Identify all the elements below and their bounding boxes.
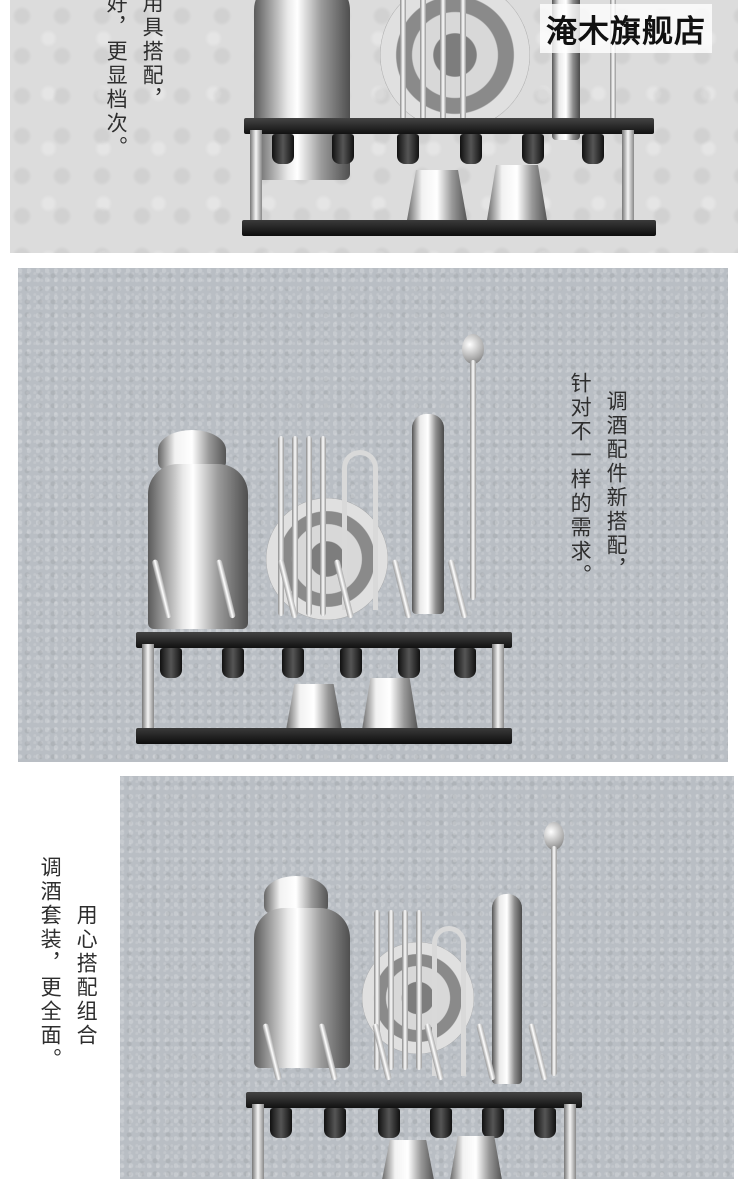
bar-tool-set-image — [246, 822, 586, 1179]
product-panel-1: 好，更显档次。 用具搭配， 淹木旗舰店 — [10, 0, 738, 253]
shop-name-label: 淹木旗舰店 — [540, 4, 712, 53]
panel2-caption-line1: 调酒配件新搭配， — [604, 390, 629, 582]
product-panel-3 — [120, 776, 734, 1179]
bar-tool-set-image — [232, 0, 656, 250]
panel3-caption-line1: 调酒套装，更全面。 — [38, 856, 63, 1072]
panel3-caption-line2: 用心搭配组合 — [74, 904, 99, 1048]
panel1-caption-line1: 好，更显档次。 — [104, 0, 129, 160]
panel2-caption-line2: 针对不一样的需求。 — [568, 372, 593, 588]
bar-tool-set-image — [136, 334, 516, 754]
product-panel-2: 调酒配件新搭配， 针对不一样的需求。 — [18, 268, 728, 762]
panel1-caption-line2: 用具搭配， — [140, 0, 165, 112]
